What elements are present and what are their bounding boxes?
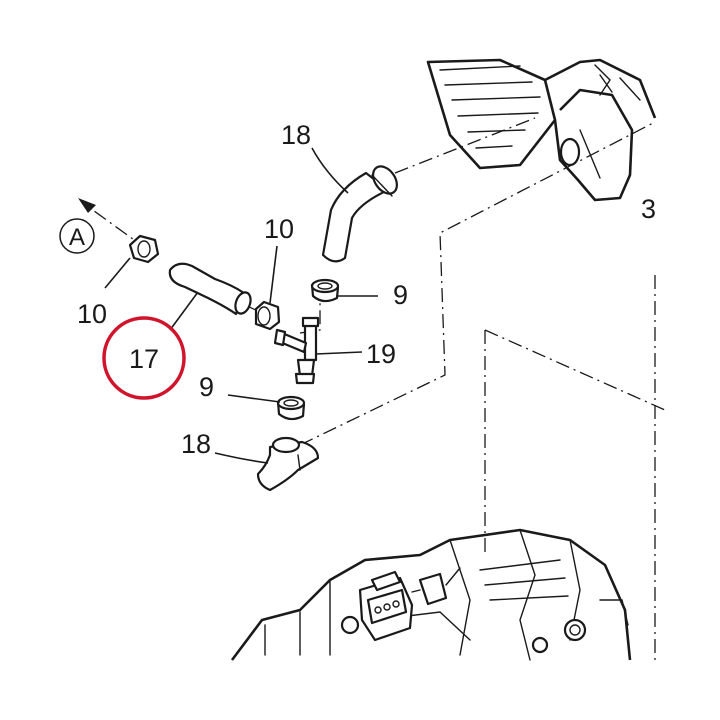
callout-9-top: 9 [393, 280, 408, 310]
callout-19: 19 [366, 339, 396, 369]
clip-10-middle [254, 300, 281, 331]
tee-connector-19 [273, 316, 320, 385]
highlight-part-17: 17 [102, 316, 186, 400]
clamp-9-upper [310, 278, 340, 303]
assembly-3-housing [426, 58, 657, 202]
callout-labels: 18 3 10 9 10 19 9 18 [77, 120, 656, 459]
electrical-connector [358, 567, 461, 642]
hose-18-lower [256, 436, 320, 492]
callout-10-mid: 10 [264, 214, 294, 244]
callout-3: 3 [641, 194, 656, 224]
engine-component-bottom [230, 528, 632, 661]
reference-marker-a: A [59, 218, 95, 254]
hose-17 [168, 262, 252, 316]
callout-17: 17 [129, 344, 159, 374]
callout-9-bottom: 9 [199, 372, 214, 402]
callout-18-top: 18 [281, 120, 311, 150]
hose-18-upper [321, 165, 398, 263]
clip-10-left [128, 234, 160, 264]
leader-lines [104, 147, 378, 464]
callout-10-left: 10 [77, 299, 107, 329]
clamp-9-lower [276, 395, 306, 421]
arrow-head-icon [78, 198, 96, 213]
reference-a-label: A [69, 224, 85, 251]
highlight-circle [102, 316, 186, 400]
callout-18-bottom: 18 [181, 429, 211, 459]
